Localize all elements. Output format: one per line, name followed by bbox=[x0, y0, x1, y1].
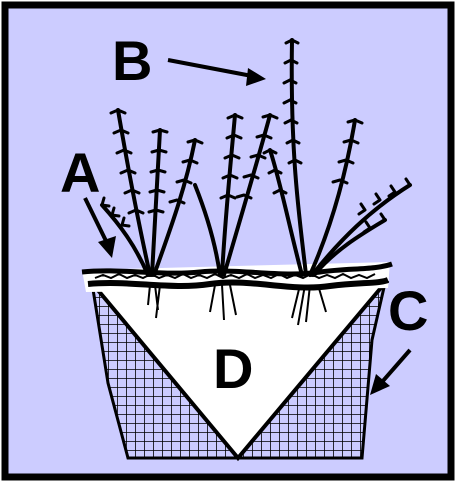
label-d: D bbox=[213, 337, 253, 400]
label-b: B bbox=[112, 29, 152, 92]
label-a: A bbox=[60, 141, 100, 204]
label-c: C bbox=[388, 279, 428, 342]
